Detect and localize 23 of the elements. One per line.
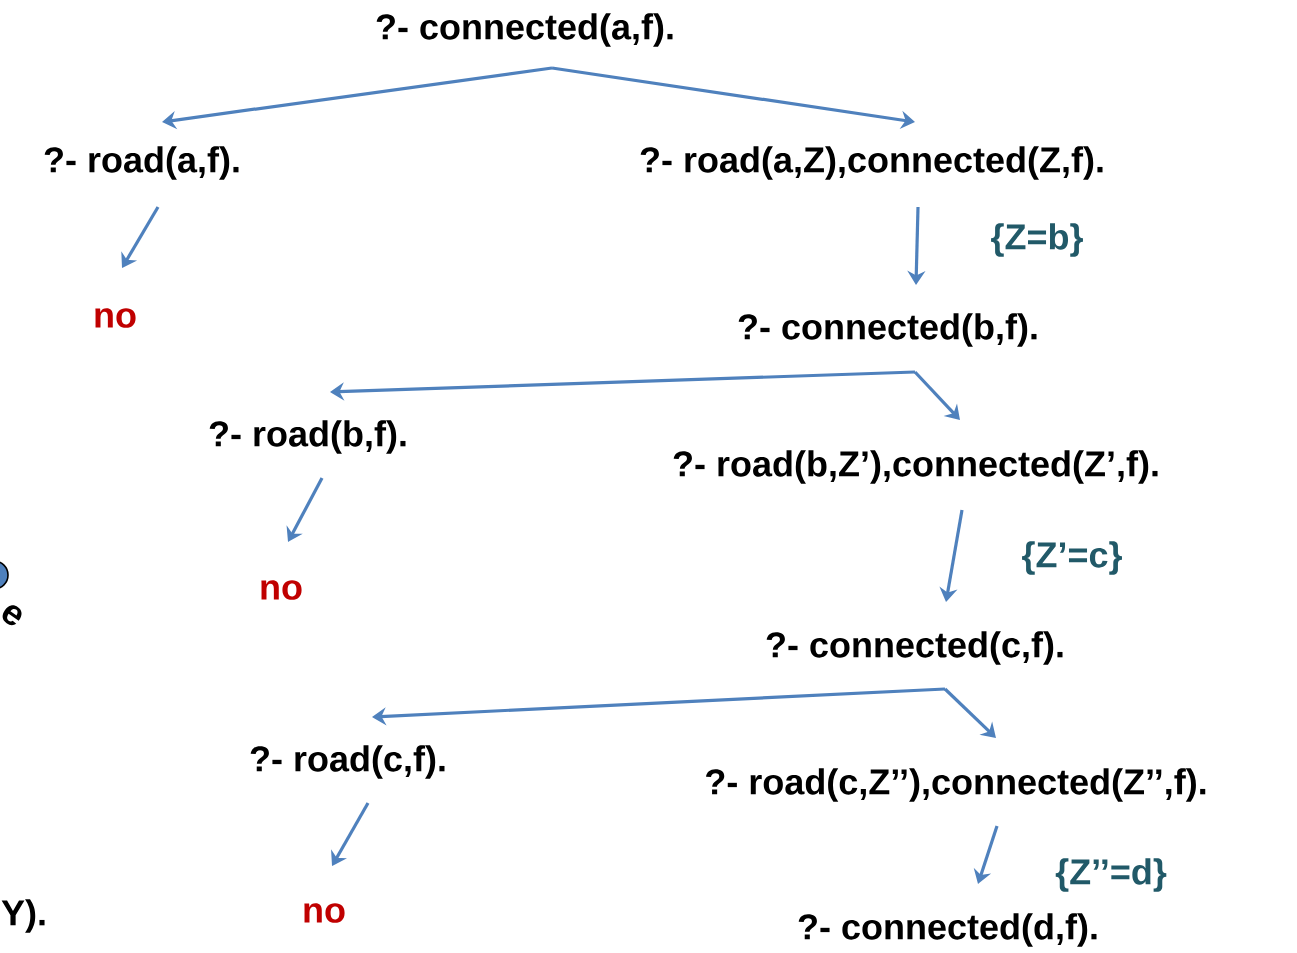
query-text: ?- connected(b,f).	[738, 313, 1037, 347]
fragment-text: Y).	[1, 899, 45, 933]
query-text: ?- road(c,f).	[250, 745, 445, 779]
arrow	[121, 206, 160, 268]
edge-label: {Z’’=d}	[1053, 856, 1169, 894]
fragment-text: e	[2, 605, 22, 626]
edge-label: {Z=b}	[988, 221, 1086, 259]
result-text: no	[304, 903, 345, 923]
query-text: ?- connected(a,f).	[376, 13, 673, 47]
query-text: ?- road(b,f).	[209, 420, 406, 454]
arrow	[331, 802, 370, 866]
arrow	[286, 477, 324, 542]
arrow	[943, 687, 996, 738]
arrow	[913, 370, 960, 420]
result-text: no	[95, 308, 136, 328]
query-text: ?- connected(c,f).	[766, 631, 1063, 665]
query-text: ?- road(b,Z’),connected(Z’,f).	[673, 450, 1158, 484]
query-text: ?- road(a,f).	[44, 146, 239, 180]
query-text: ?- road(c,Z’’),connected(Z’’,f).	[706, 768, 1206, 802]
query-text: ?- connected(d,f).	[798, 913, 1097, 947]
result-text: no	[261, 580, 302, 600]
edge-label: {Z’=c}	[1019, 539, 1125, 577]
query-text: ?- road(a,Z),connected(Z,f).	[640, 146, 1103, 180]
